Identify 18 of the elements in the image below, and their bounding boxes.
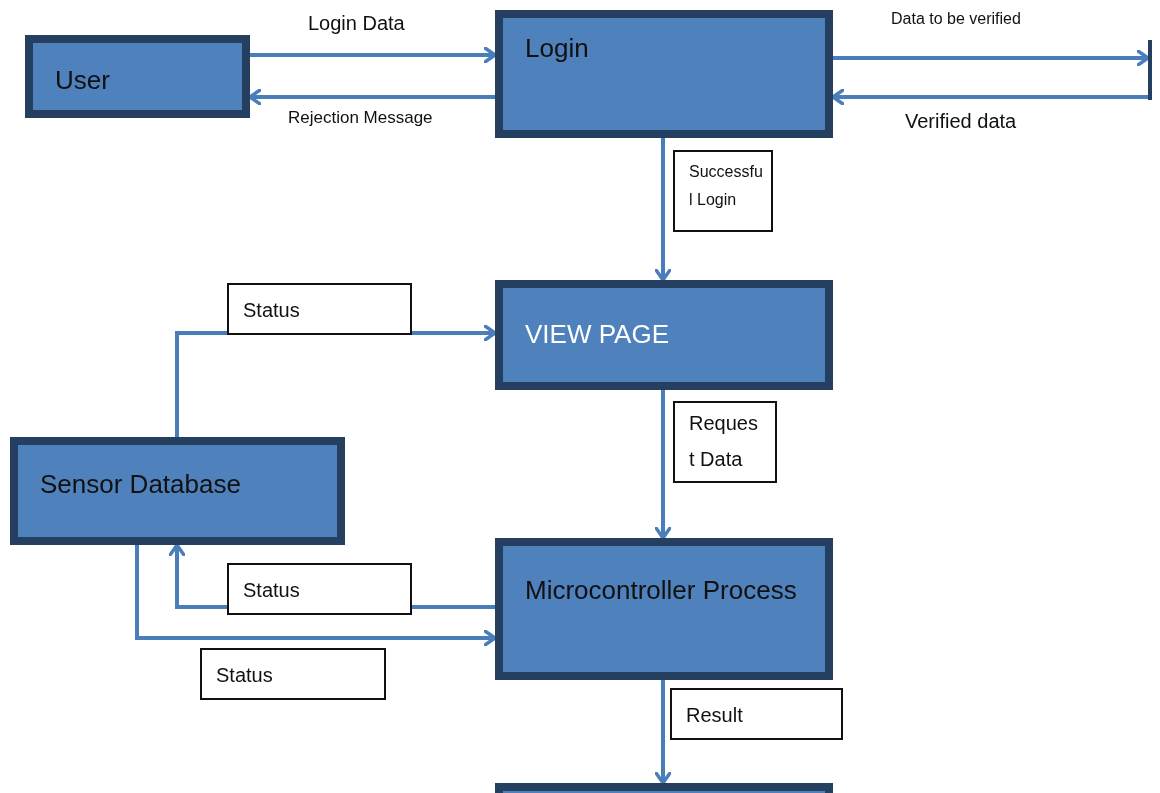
arrow bbox=[250, 46, 497, 64]
edge-label: Status bbox=[200, 648, 386, 700]
edge-label: Reques t Data bbox=[673, 401, 777, 483]
arrow bbox=[833, 49, 1150, 67]
arrow bbox=[654, 390, 672, 540]
edge-label: Successfu l Login bbox=[673, 150, 773, 232]
arrow bbox=[654, 138, 672, 282]
process-box: Microcontroller Process bbox=[495, 538, 833, 680]
database-box: Sensor Database bbox=[10, 437, 345, 545]
edge-label: Result bbox=[670, 688, 843, 740]
process-box: VIEW PAGE bbox=[495, 280, 833, 390]
process-box bbox=[495, 783, 833, 793]
process-box: User bbox=[25, 35, 250, 118]
edge-label: Status bbox=[227, 283, 412, 335]
process-box: Login bbox=[495, 10, 833, 138]
arrow bbox=[135, 545, 497, 647]
edge-label: Status bbox=[227, 563, 412, 615]
arrow bbox=[654, 680, 672, 785]
